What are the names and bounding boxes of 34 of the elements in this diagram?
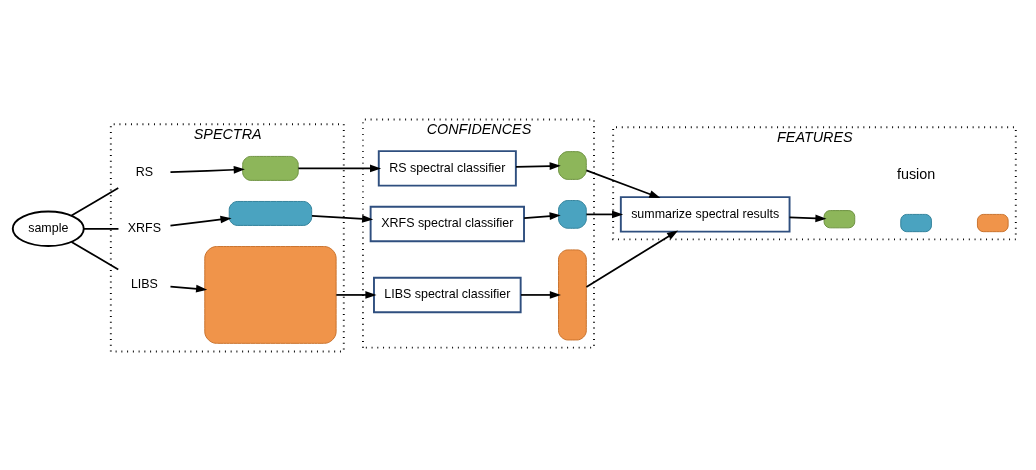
arrow — [297, 164, 382, 172]
node-text: XRFS — [127, 220, 161, 235]
node-box — [976, 213, 1009, 232]
arrow — [788, 213, 827, 222]
arrow — [169, 284, 208, 293]
arrow — [169, 215, 232, 227]
arrow — [585, 169, 661, 198]
arrow — [585, 229, 679, 288]
arrow — [585, 210, 624, 218]
node-box: RS spectral classifier — [377, 149, 517, 187]
node-box — [558, 150, 587, 180]
node-box — [558, 248, 587, 340]
node-text: LIBS — [130, 276, 158, 291]
label: fusion — [896, 165, 936, 182]
arrow — [520, 290, 561, 299]
arrow — [523, 211, 561, 220]
node-box — [242, 155, 299, 181]
node-box: summarize spectral results — [619, 195, 791, 233]
connector — [70, 240, 120, 270]
connector — [70, 186, 120, 216]
node-box — [900, 213, 932, 232]
node-box — [823, 209, 856, 228]
arrow — [515, 161, 561, 170]
node-ellipse: sample — [11, 210, 85, 247]
arrow — [311, 214, 374, 223]
arrow — [335, 290, 377, 299]
node-box: LIBS spectral classifier — [373, 276, 522, 313]
arrow — [169, 165, 245, 174]
node-box: XRFS spectral classifier — [369, 205, 525, 242]
node-box — [204, 245, 337, 344]
node-text: RS — [135, 164, 154, 179]
connector — [83, 227, 120, 230]
node-box — [558, 199, 587, 229]
node-box — [228, 200, 313, 226]
